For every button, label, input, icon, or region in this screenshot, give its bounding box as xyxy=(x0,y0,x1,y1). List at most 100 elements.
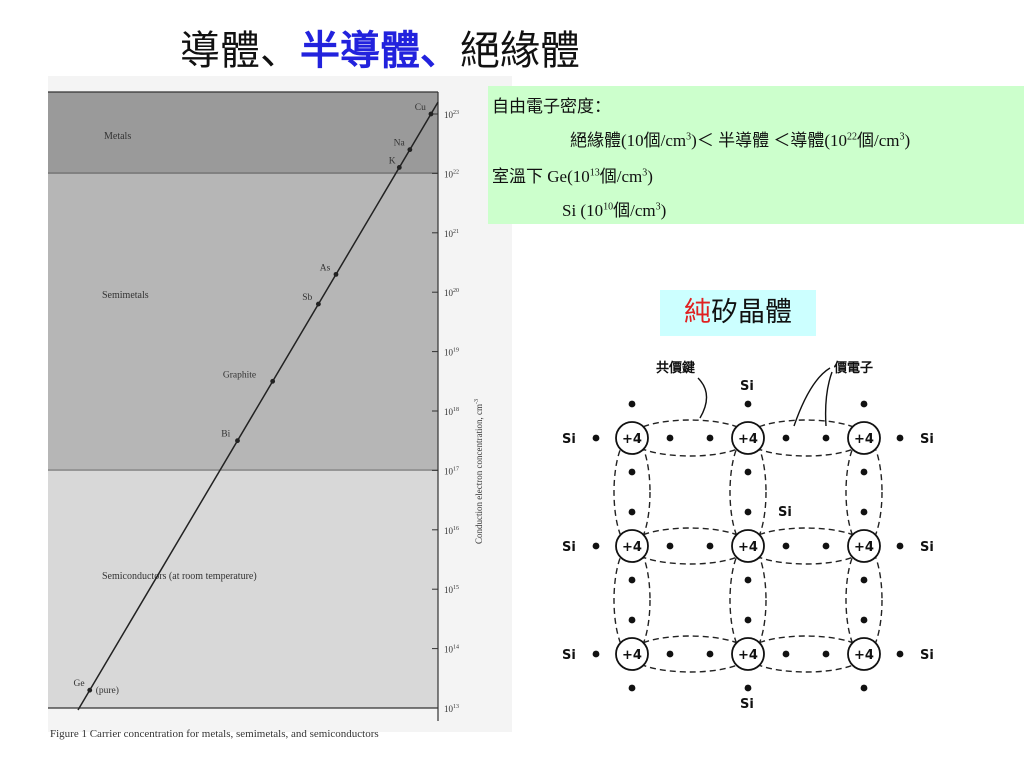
electron-h-0-0-a xyxy=(666,434,674,442)
data-point-3 xyxy=(333,271,339,277)
electron-h-2-1-a xyxy=(782,650,790,658)
data-point-1 xyxy=(407,147,413,153)
si-right-1: Si xyxy=(920,540,934,555)
callout-arrows xyxy=(697,367,833,427)
tick-label-4: 1019 xyxy=(444,348,459,358)
data-point-note-7: (pure) xyxy=(96,685,119,696)
si-atom-0-2 xyxy=(847,421,881,455)
covalent-bond-label: 共價鍵 xyxy=(656,360,695,376)
valence-electron-label: 價電子 xyxy=(833,360,873,376)
tick-label-6: 1017 xyxy=(444,466,459,476)
data-point-label-2: K xyxy=(389,156,396,166)
data-point-label-1: Na xyxy=(394,139,406,149)
electron-top-0 xyxy=(628,400,636,408)
electron-h-1-0-b xyxy=(706,542,714,550)
arrow-covalent xyxy=(697,377,708,419)
si-atom-2-2 xyxy=(847,637,881,671)
data-point-5 xyxy=(270,378,276,384)
atom-charge-1-2: +4 xyxy=(854,540,874,555)
electron-h-1-1-b xyxy=(822,542,830,550)
si-left-2: Si xyxy=(562,648,576,663)
si-right-0: Si xyxy=(920,432,934,447)
electron-h-0-1-b xyxy=(822,434,830,442)
electron-h-2-0-a xyxy=(666,650,674,658)
density-heading: 自由電子密度： xyxy=(492,97,611,116)
electron-top-1 xyxy=(744,400,752,408)
si-atom-0-1 xyxy=(731,421,765,455)
data-point-label-7: Ge xyxy=(74,679,85,689)
ge-density: 室溫下 Ge(1013個/cm3) xyxy=(492,167,653,186)
atom-charge-2-1: +4 xyxy=(738,648,758,663)
si-atom-1-0 xyxy=(615,529,649,563)
electron-h-0-1-a xyxy=(782,434,790,442)
si-atom-1-1 xyxy=(731,529,765,563)
electron-top-2 xyxy=(860,400,868,408)
atom-charge-0-2: +4 xyxy=(854,432,874,447)
electron-h-0-0-b xyxy=(706,434,714,442)
atom-charge-2-2: +4 xyxy=(854,648,874,663)
electron-h-1-0-a xyxy=(666,542,674,550)
electron-v-1-0-b xyxy=(744,508,752,516)
figure-caption: Figure 1 Carrier concentration for metal… xyxy=(50,728,379,740)
title-part-conductor: 導體、 xyxy=(180,28,300,74)
electron-v-2-1-b xyxy=(860,616,868,624)
data-point-0 xyxy=(428,111,434,117)
si-atom-2-0 xyxy=(615,637,649,671)
electron-v-2-0-b xyxy=(860,508,868,516)
region-label-0: Metals xyxy=(104,131,131,142)
electron-right-1 xyxy=(896,542,904,550)
data-point-label-6: Bi xyxy=(221,430,230,440)
electron-v-0-1-b xyxy=(628,616,636,624)
atom-charge-1-1: +4 xyxy=(738,540,758,555)
electron-v-2-1-a xyxy=(860,576,868,584)
region-band-1 xyxy=(48,173,438,471)
atom-charge-0-1: +4 xyxy=(738,432,758,447)
data-point-label-4: Sb xyxy=(302,293,312,303)
tick-label-10: 1013 xyxy=(444,704,459,714)
si-right-2: Si xyxy=(920,648,934,663)
data-point-7 xyxy=(87,687,93,693)
electron-v-0-0-a xyxy=(628,468,636,476)
data-point-label-3: As xyxy=(320,263,331,273)
si-bottom: Si xyxy=(740,697,754,712)
tick-label-1: 1022 xyxy=(444,169,459,179)
title-part-insulator: 絕緣體 xyxy=(460,28,580,74)
data-point-6 xyxy=(235,438,240,444)
electron-bottom-2 xyxy=(860,684,868,692)
electron-v-1-0-a xyxy=(744,468,752,476)
region-label-2: Semiconductors (at room temperature) xyxy=(102,571,257,582)
electron-left-0 xyxy=(592,434,600,442)
electron-left-2 xyxy=(592,650,600,658)
electron-v-0-1-a xyxy=(628,576,636,584)
si-left-0: Si xyxy=(562,432,576,447)
tick-label-7: 1016 xyxy=(444,526,459,536)
arrow-valence-b xyxy=(824,371,833,427)
tick-label-8: 1015 xyxy=(444,585,459,595)
data-point-4 xyxy=(315,301,321,307)
atom-charge-2-0: +4 xyxy=(622,648,642,663)
si-left-1: Si xyxy=(562,540,576,555)
region-label-1: Semimetals xyxy=(102,290,149,301)
electron-density-box: 自由電子密度： 絕緣體(10個/cm3)＜ 半導體 ＜導體(1022個/cm3)… xyxy=(488,86,1024,224)
electron-v-1-1-b xyxy=(744,616,752,624)
electron-v-2-0-a xyxy=(860,468,868,476)
electron-right-2 xyxy=(896,650,904,658)
si-atom-2-1 xyxy=(731,637,765,671)
electron-v-1-1-a xyxy=(744,576,752,584)
data-point-label-0: Cu xyxy=(415,103,426,113)
atom-charge-1-0: +4 xyxy=(622,540,642,555)
tick-label-5: 1018 xyxy=(444,407,459,417)
si-center-label: Si xyxy=(778,505,792,520)
electron-h-2-1-b xyxy=(822,650,830,658)
electron-right-0 xyxy=(896,434,904,442)
data-point-2 xyxy=(396,165,402,170)
page-title: 導體、半導體、絕緣體 xyxy=(0,18,760,76)
tick-label-3: 1020 xyxy=(444,288,459,298)
title-part-semiconductor: 半導體、 xyxy=(300,27,460,74)
region-band-2 xyxy=(48,470,438,708)
y-axis-label: Conduction electron concentration, cm-3 xyxy=(474,399,484,544)
density-comparison: 絕緣體(10個/cm3)＜ 半導體 ＜導體(1022個/cm3) xyxy=(570,131,911,150)
